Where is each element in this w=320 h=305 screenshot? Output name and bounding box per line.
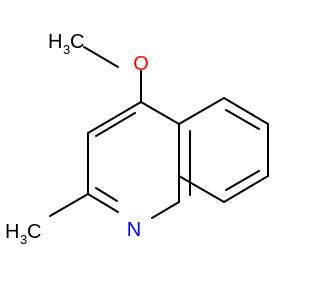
bond-n-c8a: [151, 201, 180, 219]
bond-c2-ch3: [49, 193, 89, 217]
bond-c7-c8-inner: [225, 170, 260, 191]
ring-methyl-subscript: 3: [20, 232, 27, 247]
methoxy-methyl-h: H: [48, 31, 62, 53]
bond-c4-c3: [87, 101, 142, 134]
atom-label-methoxy-methyl: H 3 C: [48, 31, 84, 57]
bond-methoxy-ch3-o: [83, 46, 119, 68]
molecule-svg: H 3 C O N H 3 C: [0, 0, 300, 300]
background: [0, 0, 300, 300]
ring-methyl-c: C: [27, 221, 41, 243]
bond-c5-c6-inner: [225, 109, 260, 130]
methoxy-methyl-subscript: 3: [63, 42, 70, 57]
molecule-diagram: H 3 C O N H 3 C: [0, 0, 300, 300]
bond-c4a-c5: [178, 97, 225, 125]
ring-methyl-h: H: [5, 221, 19, 243]
methoxy-methyl-c: C: [70, 31, 84, 53]
bond-c2-n: [87, 193, 119, 213]
bond-c7-c8: [223, 175, 269, 203]
atom-label-nitrogen: N: [127, 219, 141, 241]
bond-c4-c4a: [140, 101, 180, 125]
atom-label-oxygen: O: [133, 53, 149, 75]
bond-c2-n-inner: [95, 187, 118, 202]
atom-label-ring-methyl: H 3 C: [5, 221, 41, 247]
bond-set: [49, 46, 269, 219]
bond-c4-c3-inner: [95, 112, 136, 137]
bond-c5-c6: [223, 97, 269, 125]
bond-c8-c8a: [178, 175, 225, 203]
